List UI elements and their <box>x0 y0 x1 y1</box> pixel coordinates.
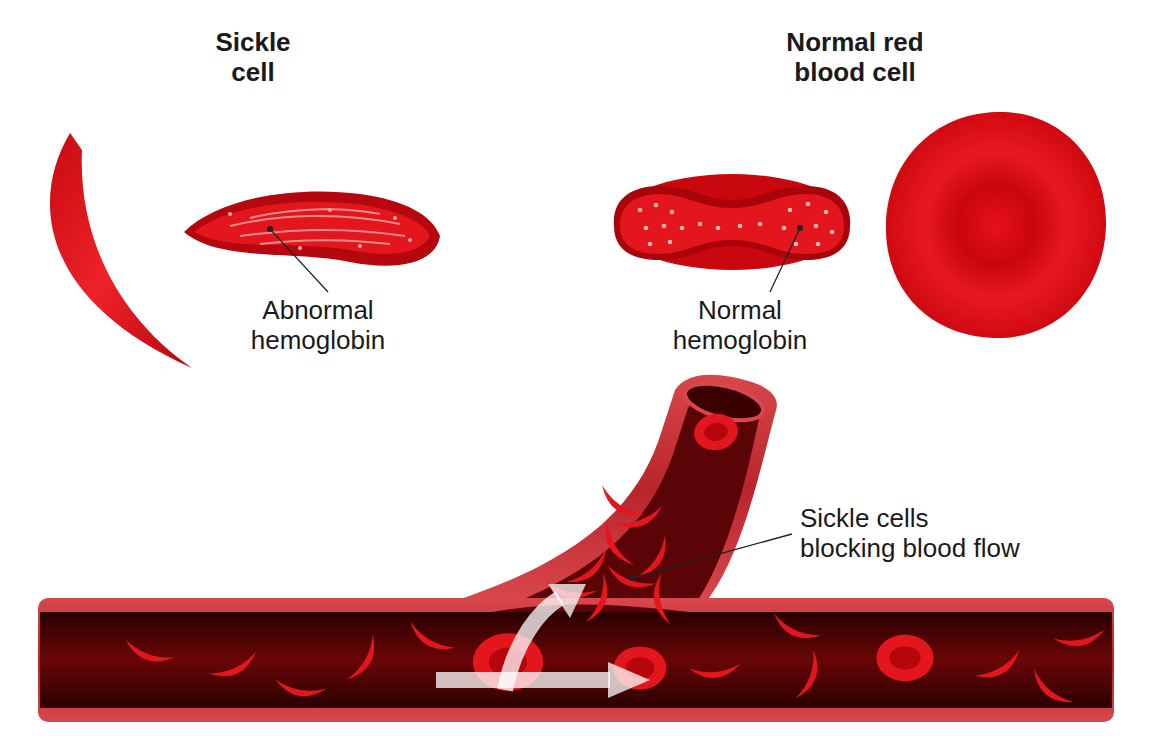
leader-line <box>770 228 800 292</box>
callout-label: Sickle cells blocking blood flow <box>800 503 1028 563</box>
heading-label: Normal red blood cell <box>755 27 955 87</box>
part-label: Abnormal hemoglobin <box>233 295 403 355</box>
label-text: Sickle cells blocking blood flow <box>800 503 1028 563</box>
label-text: Abnormal hemoglobin <box>233 295 403 355</box>
label-text: Sickle cell <box>198 27 308 87</box>
leader-line <box>270 229 328 292</box>
label-text: Normal hemoglobin <box>655 295 825 355</box>
leader-line <box>632 534 792 578</box>
label-text: Normal red blood cell <box>755 27 955 87</box>
part-label: Normal hemoglobin <box>655 295 825 355</box>
heading-label: Sickle cell <box>198 27 308 87</box>
